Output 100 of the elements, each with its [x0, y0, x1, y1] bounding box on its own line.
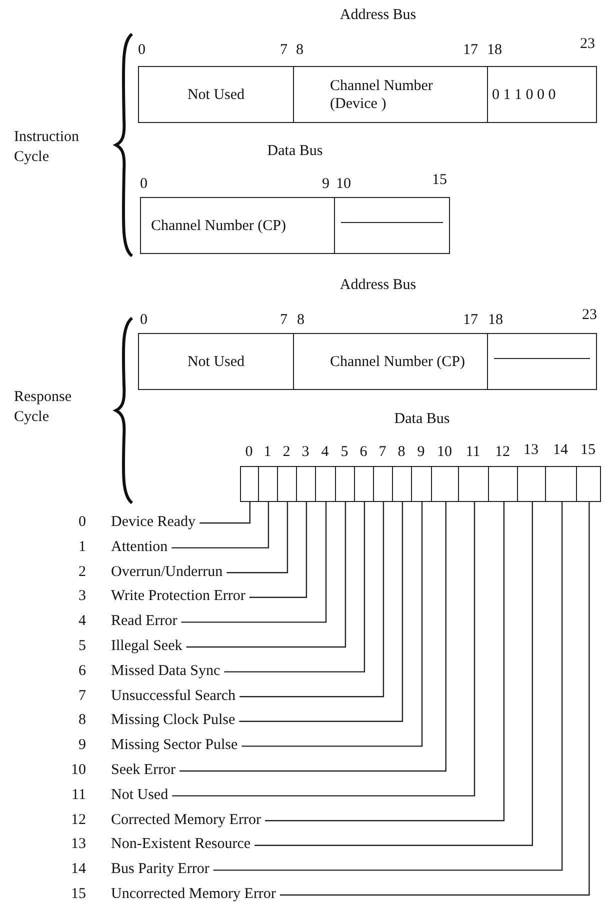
bit-number: 23 [582, 307, 597, 324]
status-label: Read Error [111, 613, 178, 630]
bit-number: 3 [302, 444, 310, 461]
register-field [487, 333, 597, 390]
leader-line [181, 502, 327, 623]
leader-line [213, 502, 563, 871]
status-label: Corrected Memory Error [111, 812, 261, 829]
register-field: Not Used [138, 333, 294, 390]
bit-number: 11 [466, 444, 480, 461]
bit-number: 15 [71, 886, 86, 903]
bit-cell [576, 466, 602, 502]
bit-number: 0 [140, 312, 148, 329]
register-field: Channel Number (Device ) [293, 66, 488, 123]
bus-title: Address Bus [340, 277, 416, 294]
bit-number: 11 [72, 786, 86, 804]
cycle-label: Instruction Cycle [14, 128, 80, 167]
status-label: Missed Data Sync [111, 662, 220, 680]
bit-number: 5 [340, 444, 348, 461]
bit-number: 6 [360, 444, 368, 461]
register-field: Channel Number (CP) [140, 197, 335, 254]
bit-number: 10 [71, 762, 86, 779]
leader-line [200, 502, 250, 524]
bus-title: Data Bus [267, 143, 323, 160]
bit-number: 13 [524, 442, 538, 459]
bit-number: 7 [378, 444, 386, 461]
bit-number: 1 [264, 444, 272, 461]
bit-cell [335, 466, 356, 502]
bit-cell [488, 466, 518, 502]
bit-number: 18 [488, 312, 503, 329]
bit-number: 14 [553, 442, 568, 459]
bit-cell [277, 466, 298, 502]
bit-number: 9 [417, 444, 425, 461]
status-label: Not Used [111, 786, 168, 804]
bit-number: 23 [580, 36, 595, 53]
bit-cell [458, 466, 490, 502]
bus-title: Data Bus [394, 411, 450, 428]
status-label: Illegal Seek [111, 638, 182, 655]
bit-cell [258, 466, 278, 502]
bit-number: 8 [296, 42, 304, 59]
bit-number: 2 [282, 444, 290, 461]
bit-number: 14 [71, 861, 86, 878]
status-label: Write Protection Error [111, 588, 246, 606]
leader-line [226, 502, 288, 574]
bit-number: 0 [78, 514, 86, 531]
bit-cell [392, 466, 412, 502]
bit-number: 6 [78, 662, 86, 680]
status-label: Attention [111, 538, 168, 556]
leader-line [180, 502, 446, 772]
bit-number: 9 [78, 737, 86, 754]
leader-line [280, 502, 590, 896]
bit-number: 13 [71, 836, 86, 854]
leader-line [254, 502, 533, 846]
bus-title: Address Bus [340, 7, 416, 24]
bit-cell [431, 466, 460, 502]
bit-number: 1 [78, 538, 86, 556]
bit-number: 18 [487, 42, 502, 59]
bit-number: 17 [463, 42, 478, 59]
bit-cell [411, 466, 432, 502]
bit-number: 10 [336, 176, 351, 193]
status-label: Missing Clock Pulse [111, 712, 236, 730]
cycle-label: Response Cycle [14, 388, 72, 427]
leader-line [186, 502, 346, 648]
bit-number: 9 [322, 176, 330, 193]
leader-line [239, 502, 404, 722]
leader-line [240, 502, 384, 698]
status-label: Unsuccessful Search [111, 688, 236, 705]
bit-cell [373, 466, 394, 502]
status-label: Missing Sector Pulse [111, 737, 238, 754]
bit-number: 7 [78, 688, 86, 705]
status-label: Device Ready [111, 514, 196, 531]
bit-number: 4 [78, 613, 86, 630]
bit-number: 8 [78, 712, 86, 730]
bit-cell [545, 466, 578, 502]
leader-line [172, 502, 270, 548]
register-field [334, 197, 450, 254]
leader-line [249, 502, 308, 598]
status-label: Overrun/Underrun [111, 564, 223, 581]
bit-number: 12 [71, 812, 86, 829]
register-field: Not Used [138, 66, 294, 123]
register-field: Channel Number (CP) [293, 333, 488, 390]
bit-number: 3 [78, 588, 86, 606]
register-field: 0 1 1 0 0 0 [487, 66, 597, 123]
bit-number: 8 [297, 312, 304, 329]
bit-number: 7 [280, 312, 288, 329]
bit-number: 15 [432, 172, 447, 189]
bit-cell [240, 466, 260, 502]
bit-number: 0 [245, 444, 253, 461]
bit-number: 0 [140, 176, 148, 193]
bit-number: 5 [78, 638, 86, 655]
bit-number: 15 [580, 442, 596, 459]
bit-number: 0 [138, 42, 146, 59]
bit-cell [354, 466, 374, 502]
leader-line [172, 502, 476, 796]
leader-line [242, 502, 423, 747]
status-label: Seek Error [111, 762, 176, 779]
bit-cell [315, 466, 336, 502]
status-label: Non-Existent Resource [111, 836, 251, 854]
status-label: Bus Parity Error [111, 861, 210, 878]
bit-cell [517, 466, 546, 502]
leader-line [224, 502, 366, 672]
